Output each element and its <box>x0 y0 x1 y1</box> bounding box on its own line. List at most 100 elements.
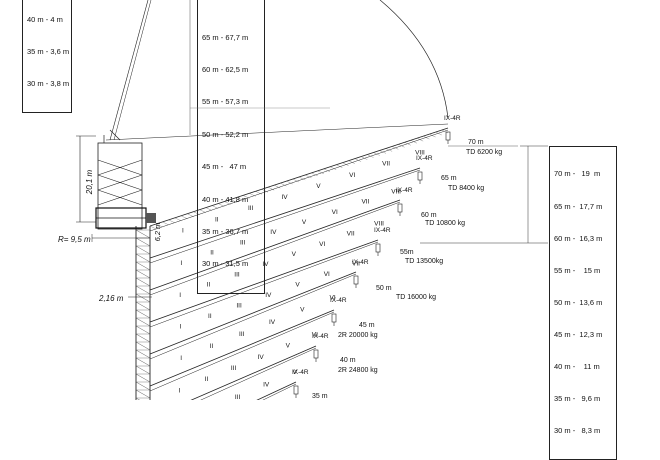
jib-section-label: IV <box>263 382 270 389</box>
table-row: 30 m - 8,3 m <box>554 426 601 436</box>
luffing-rope <box>109 0 149 141</box>
table-row: 35 m - 3,6 m <box>27 46 70 56</box>
table-row: 70 m - 19 m <box>554 169 601 179</box>
mast-brace <box>135 317 151 327</box>
jib-lattice <box>385 148 393 152</box>
mast-brace <box>135 269 151 279</box>
jib-section-label: V <box>295 282 300 289</box>
radius-dimension: R= 9,5 m <box>58 234 150 244</box>
table-row: 55 m - 57,3 m <box>202 97 249 107</box>
hook-block <box>397 203 403 213</box>
table-row: 40 m - 11 m <box>554 362 600 372</box>
jib-length-label: 40 m <box>340 357 356 364</box>
mast-brace <box>135 373 151 383</box>
jib-section-label: IV <box>262 261 269 268</box>
jib-section-label: VII <box>361 199 369 206</box>
jib-section-label: II <box>208 313 212 320</box>
mast-brace <box>135 381 151 391</box>
height-dimension: 20,1 m <box>76 135 96 223</box>
jib-section-label: V <box>286 343 291 350</box>
jib-section-label: III <box>240 239 246 246</box>
jib-section-label: II <box>210 250 214 257</box>
jib-section-label: I <box>179 387 181 394</box>
jib-lattice <box>149 225 157 230</box>
radius-arc <box>379 0 449 119</box>
jib-lattice <box>286 180 293 185</box>
jib-lattice <box>292 178 300 183</box>
jib-lattice <box>429 133 436 138</box>
table-row: 50 m - 13,6 m <box>554 297 603 307</box>
jib-length-label: 45 m <box>359 322 375 329</box>
height-label: 20,1 m <box>85 169 94 195</box>
jib-lattice <box>168 219 175 223</box>
jib-section-label: III <box>236 303 242 310</box>
jib-lattice <box>311 172 318 177</box>
table-row: 65 m - 17,7 m <box>554 201 603 211</box>
mast-brace <box>135 349 151 359</box>
jib-tip-label: IX-4R <box>396 187 413 194</box>
jib-tip-label: IX-4R <box>312 333 329 340</box>
jib-chord <box>256 381 297 400</box>
jib-length-label: 70 m <box>468 139 484 146</box>
jib-section-label: VIII <box>374 220 384 227</box>
jib-section-label: V <box>302 219 307 226</box>
mast-brace <box>135 253 151 263</box>
jib-section-label: I <box>180 260 182 267</box>
crane-diagram: 40 m - 4 m 35 m - 3,6 m 30 m - 3,8 m 65 … <box>22 0 617 460</box>
jib-chord <box>149 311 335 392</box>
jib-chord <box>149 167 421 259</box>
table-row: 35 m - 36,7 m <box>202 226 249 236</box>
jib-load-label: TD 16000 kg <box>396 294 436 301</box>
jib-section-label: IV <box>265 292 272 299</box>
jib-section-label: III <box>234 271 240 278</box>
jib-section-label: III <box>235 394 241 400</box>
jib-lattice <box>305 174 312 179</box>
jib-lattice <box>336 164 343 168</box>
jib-lattice <box>410 140 418 144</box>
mast-brace <box>135 293 151 303</box>
hook-block <box>353 275 359 285</box>
jib-lattice <box>261 189 269 193</box>
top-left-radius-table: 40 m - 4 m 35 m - 3,6 m 30 m - 3,8 m <box>22 0 72 113</box>
mast-brace <box>135 277 151 287</box>
jib-section-label: II <box>207 282 211 289</box>
jib-lattice <box>367 154 374 158</box>
jib-section-label: VIII <box>415 149 425 156</box>
mast-width-dimension: 2,16 m <box>98 294 152 303</box>
jib-section-label: VI <box>332 209 338 216</box>
jib-section-label: V <box>292 251 297 258</box>
jib-chord <box>190 345 317 400</box>
jib-length-label: 65 m <box>441 175 457 182</box>
mast-brace <box>135 389 151 399</box>
slewing-unit <box>95 129 156 230</box>
mast-brace <box>135 341 151 351</box>
jib-length-label: 50 m <box>376 285 392 292</box>
jib-lattice <box>379 150 386 154</box>
luffing-rope <box>113 0 152 141</box>
table-row: 60 m - 62,5 m <box>202 64 249 74</box>
jib-tip-label: IX-4R <box>416 155 433 162</box>
hook-block <box>375 243 381 253</box>
jib-lattice <box>354 158 362 162</box>
jib-tip-label: IX-4R <box>330 297 347 304</box>
mast-brace <box>135 365 151 375</box>
jib-section-label: V <box>300 307 305 314</box>
radius-label: R= 9,5 m <box>58 235 91 244</box>
mast-brace <box>135 285 151 295</box>
jib-lattice <box>212 205 219 209</box>
jib-lattice <box>230 199 237 203</box>
table-row: 45 m - 47 m <box>202 162 247 172</box>
jib-lattice <box>323 168 331 172</box>
jib-section-label: III <box>239 331 245 338</box>
tower-mast <box>135 226 151 400</box>
jib-chord <box>149 129 449 232</box>
pendant-line <box>105 123 449 141</box>
jib-section-label: IV <box>258 354 265 361</box>
jib-load-label: TD 13500kg <box>405 258 443 265</box>
jib-section-label: VI <box>312 332 318 339</box>
mast-brace <box>135 309 151 319</box>
mast-width-label: 2,16 m <box>98 294 124 303</box>
